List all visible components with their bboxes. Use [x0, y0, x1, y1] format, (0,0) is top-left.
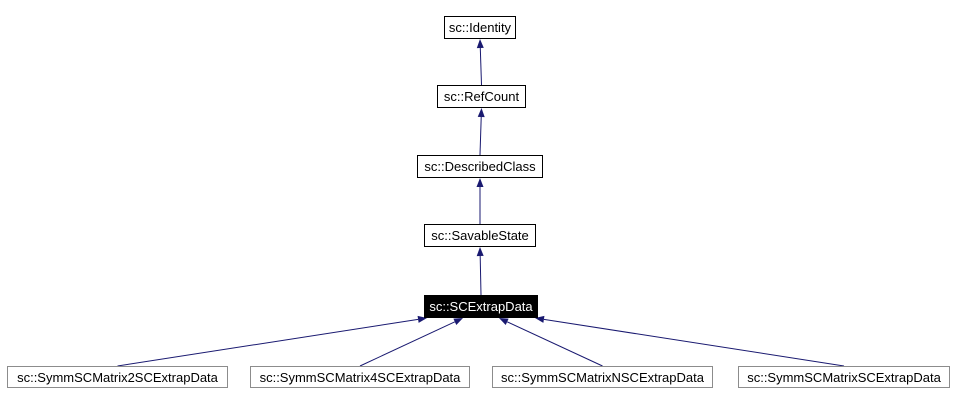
class-node-sc-identity[interactable]: sc::Identity	[444, 16, 516, 39]
class-node-sc-symmscmatrixnscextrapdata[interactable]: sc::SymmSCMatrixNSCExtrapData	[492, 366, 713, 388]
class-node-sc-symmscmatrix4scextrapdata[interactable]: sc::SymmSCMatrix4SCExtrapData	[250, 366, 470, 388]
class-node-sc-describedclass[interactable]: sc::DescribedClass	[417, 155, 543, 178]
class-node-sc-symmscmatrixscextrapdata[interactable]: sc::SymmSCMatrixSCExtrapData	[738, 366, 950, 388]
class-node-sc-scextrapdata-current: sc::SCExtrapData	[424, 295, 538, 318]
class-node-sc-savablestate[interactable]: sc::SavableState	[424, 224, 536, 247]
class-node-sc-refcount[interactable]: sc::RefCount	[437, 85, 526, 108]
class-node-sc-symmscmatrix2scextrapdata[interactable]: sc::SymmSCMatrix2SCExtrapData	[7, 366, 228, 388]
